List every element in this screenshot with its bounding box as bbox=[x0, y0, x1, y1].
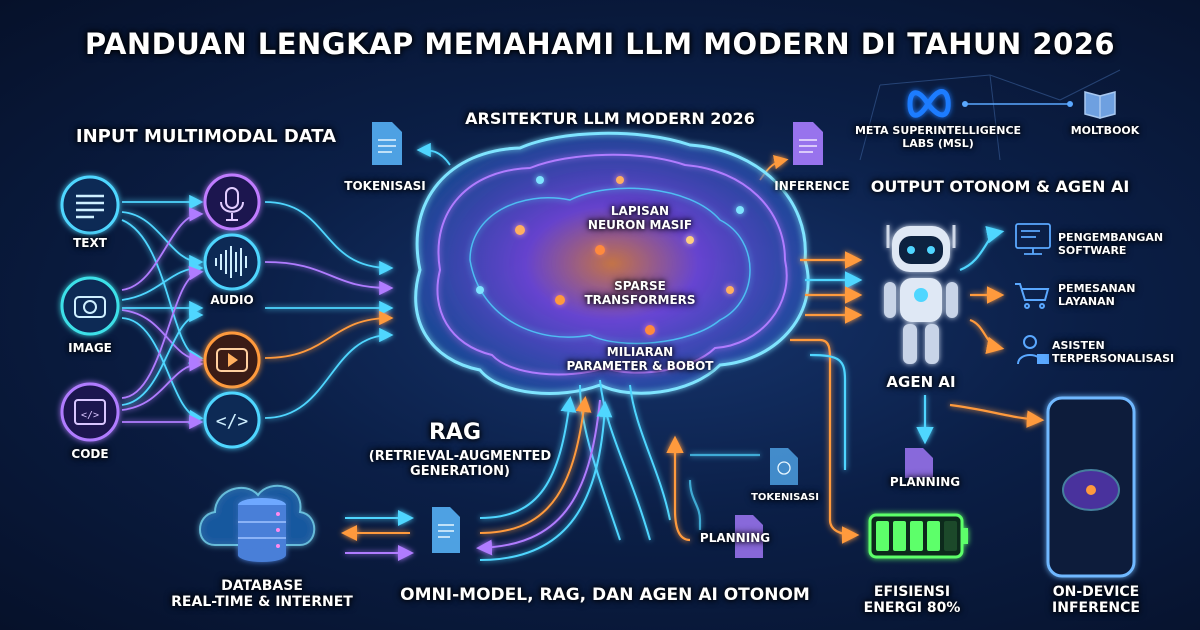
source-label-text: TEXT bbox=[73, 236, 107, 250]
user-assistant-icon bbox=[1017, 335, 1049, 365]
open-book-icon bbox=[1084, 91, 1116, 119]
inference-label: INFERENCE bbox=[774, 179, 850, 193]
code-icon: </> bbox=[203, 391, 261, 449]
meta-infinity-icon bbox=[907, 89, 951, 118]
tokenization-document-icon bbox=[372, 122, 402, 165]
tokenization-label-lower: TOKENISASI bbox=[751, 492, 819, 503]
battery-cell bbox=[876, 521, 889, 551]
battery-icon bbox=[868, 513, 968, 559]
neuron-nodes bbox=[476, 176, 744, 335]
code-window-icon: </> bbox=[60, 382, 120, 442]
inference-document-icon bbox=[793, 122, 823, 165]
svg-text:</>: </> bbox=[216, 411, 249, 432]
robot-agent-icon bbox=[884, 225, 958, 364]
tokenization-brain-document-icon bbox=[770, 448, 798, 485]
battery-cell bbox=[910, 521, 923, 551]
moltbook-label: MOLTBOOK bbox=[1070, 124, 1140, 137]
cloud-database-icon bbox=[199, 484, 316, 562]
agent-label: AGEN AI bbox=[886, 373, 956, 391]
shopping-cart-icon bbox=[1015, 283, 1050, 309]
battery-cell bbox=[927, 521, 940, 551]
text-lines-icon bbox=[60, 175, 120, 235]
rag-arrows bbox=[341, 396, 613, 561]
planning-label-lower: PLANNING bbox=[699, 531, 771, 545]
battery-cell bbox=[893, 521, 906, 551]
page-title: PANDUAN LENGKAP MEMAHAMI LLM MODERN DI T… bbox=[84, 27, 1116, 61]
smartphone-icon bbox=[1046, 396, 1136, 578]
video-play-icon bbox=[203, 331, 261, 389]
tagline: OMNI-MODEL, RAG, DAN AGEN AI OTONOM bbox=[400, 585, 810, 605]
input-connections bbox=[121, 142, 789, 430]
planning-document-icon-2 bbox=[905, 448, 933, 478]
rag-title: RAG bbox=[428, 420, 482, 445]
output-arrows bbox=[666, 225, 1045, 544]
brain-illustration bbox=[414, 131, 810, 541]
planning-document-icon bbox=[735, 515, 763, 558]
camera-icon bbox=[60, 276, 120, 336]
source-label-image: IMAGE bbox=[68, 341, 112, 355]
microphone-icon bbox=[203, 173, 261, 231]
monitor-code-icon bbox=[1015, 223, 1051, 255]
audio-wave-icon bbox=[203, 233, 261, 291]
planning-label-upper: PLANNING bbox=[889, 475, 961, 489]
svg-text:</>: </> bbox=[81, 410, 99, 421]
architecture-heading: ARSITEKTUR LLM MODERN 2026 bbox=[465, 109, 755, 128]
rag-document-icon bbox=[432, 507, 460, 553]
input-heading: INPUT MULTIMODAL DATA bbox=[75, 126, 337, 147]
source-label-code: CODE bbox=[71, 447, 109, 461]
battery-cell bbox=[944, 521, 957, 551]
output-heading: OUTPUT OTONOM & AGEN AI bbox=[870, 177, 1130, 196]
modality-label-audio: AUDIO bbox=[210, 293, 254, 307]
tokenization-label: TOKENISASI bbox=[344, 179, 426, 193]
battery-cells bbox=[876, 521, 957, 551]
network-lines bbox=[859, 69, 1121, 161]
